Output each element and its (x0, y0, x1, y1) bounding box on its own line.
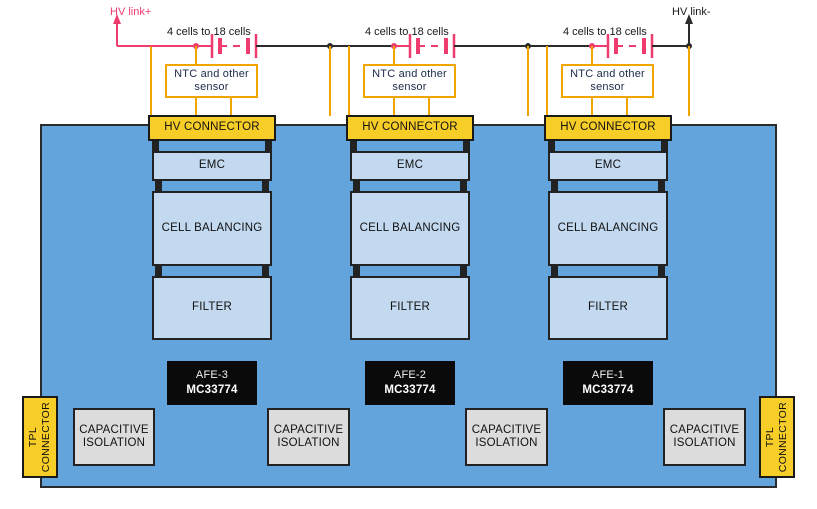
afe-block-1: AFE-3 MC33774 (167, 361, 257, 405)
hv-link-negative-label: HV link- (672, 6, 711, 18)
afe-part-number-label: MC33774 (186, 383, 238, 396)
tpl-connector-left-label: TPL CONNECTOR (26, 401, 52, 473)
connector-stub (551, 181, 558, 191)
cell-balancing-block-2: CELL BALANCING (350, 191, 470, 266)
connector-stub (551, 266, 558, 276)
connector-stub (661, 141, 668, 151)
ntc-label-line2: sensor (590, 81, 625, 93)
ntc-label-line1: NTC and other (570, 68, 645, 81)
cell-string-label-3: 4 cells to 18 cells (563, 26, 647, 38)
cell-balancing-label: CELL BALANCING (557, 221, 659, 234)
tpl-connector-right-label: TPL CONNECTOR (763, 401, 789, 473)
connector-stub (460, 266, 467, 276)
filter-block-3: FILTER (548, 276, 668, 340)
connector-stub (155, 266, 162, 276)
cell-balancing-label: CELL BALANCING (359, 221, 461, 234)
afe-block-2: AFE-2 MC33774 (365, 361, 455, 405)
connector-stub (463, 141, 470, 151)
afe-id-label: AFE-3 (195, 369, 229, 382)
hv-connector-label: HV CONNECTOR (362, 121, 458, 134)
emc-block-1: EMC (152, 151, 272, 181)
afe-id-label: AFE-2 (393, 369, 427, 382)
afe-id-label: AFE-1 (591, 369, 625, 382)
emc-label: EMC (198, 159, 226, 172)
cell-balancing-label: CELL BALANCING (161, 221, 263, 234)
ntc-label-line1: NTC and other (372, 68, 447, 81)
hv-connector-3[interactable]: HV CONNECTOR (544, 115, 672, 141)
afe-part-number-label: MC33774 (384, 383, 436, 396)
connector-stub (353, 181, 360, 191)
hv-connector-label: HV CONNECTOR (560, 121, 656, 134)
isolation-label-line1: CAPACITIVE (471, 423, 542, 436)
ntc-label-line2: sensor (194, 81, 229, 93)
capacitive-isolation-1: CAPACITIVE ISOLATION (73, 408, 155, 466)
connector-stub (265, 141, 272, 151)
ntc-label-line1: NTC and other (174, 68, 249, 81)
connector-stub (460, 181, 467, 191)
cell-string-label-2: 4 cells to 18 cells (365, 26, 449, 38)
ntc-sensor-box-3: NTC and other sensor (561, 64, 654, 98)
hv-connector-2[interactable]: HV CONNECTOR (346, 115, 474, 141)
hv-connector-1[interactable]: HV CONNECTOR (148, 115, 276, 141)
emc-label: EMC (594, 159, 622, 172)
connector-stub (353, 266, 360, 276)
isolation-label-line2: ISOLATION (277, 437, 340, 449)
tpl-connector-left[interactable]: TPL CONNECTOR (22, 396, 58, 478)
capacitive-isolation-4: CAPACITIVE ISOLATION (663, 408, 746, 466)
connector-stub (350, 141, 357, 151)
tpl-connector-right[interactable]: TPL CONNECTOR (759, 396, 795, 478)
capacitive-isolation-3: CAPACITIVE ISOLATION (465, 408, 548, 466)
hv-link-positive-label: HV link+ (110, 6, 152, 18)
emc-label: EMC (396, 159, 424, 172)
filter-label: FILTER (192, 301, 232, 314)
filter-label: FILTER (588, 301, 628, 314)
connector-stub (262, 181, 269, 191)
ntc-sensor-box-2: NTC and other sensor (363, 64, 456, 98)
connector-stub (658, 181, 665, 191)
cell-string-label-1: 4 cells to 18 cells (167, 26, 251, 38)
afe-part-number-label: MC33774 (582, 383, 634, 396)
connector-stub (658, 266, 665, 276)
emc-block-2: EMC (350, 151, 470, 181)
isolation-label-line2: ISOLATION (82, 437, 146, 449)
capacitive-isolation-2: CAPACITIVE ISOLATION (267, 408, 350, 466)
filter-block-1: FILTER (152, 276, 272, 340)
cell-balancing-block-1: CELL BALANCING (152, 191, 272, 266)
ntc-label-line2: sensor (392, 81, 427, 93)
filter-block-2: FILTER (350, 276, 470, 340)
connector-stub (262, 266, 269, 276)
connector-stub (155, 181, 162, 191)
hv-connector-label: HV CONNECTOR (164, 121, 260, 134)
filter-label: FILTER (390, 301, 430, 314)
connector-stub (548, 141, 555, 151)
ntc-sensor-box-1: NTC and other sensor (165, 64, 258, 98)
isolation-label-line1: CAPACITIVE (669, 423, 740, 436)
isolation-label-line1: CAPACITIVE (273, 423, 344, 436)
isolation-label-line1: CAPACITIVE (79, 423, 149, 436)
isolation-label-line2: ISOLATION (475, 437, 538, 449)
isolation-label-line2: ISOLATION (673, 437, 736, 449)
cell-balancing-block-3: CELL BALANCING (548, 191, 668, 266)
afe-block-3: AFE-1 MC33774 (563, 361, 653, 405)
emc-block-3: EMC (548, 151, 668, 181)
connector-stub (152, 141, 159, 151)
